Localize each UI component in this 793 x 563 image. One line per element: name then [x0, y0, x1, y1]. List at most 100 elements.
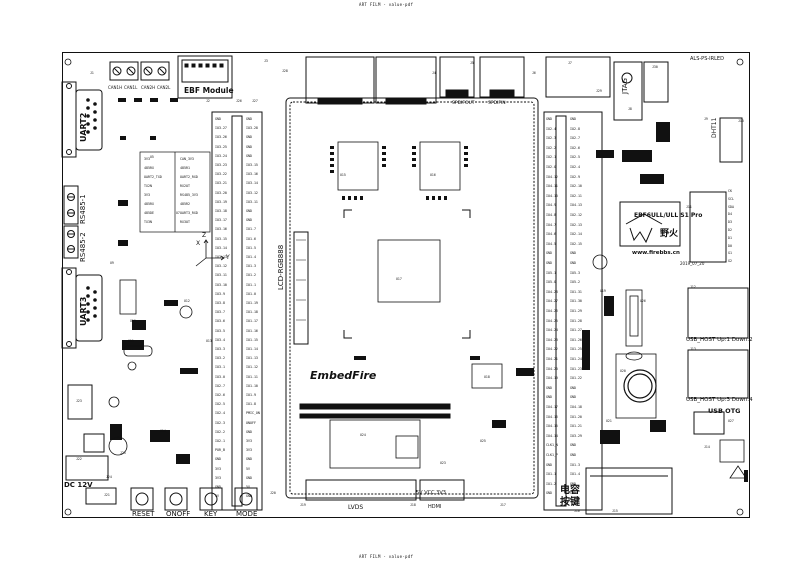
- left-header-pin-label: IO1.18: [246, 310, 258, 315]
- right-header-pin-label: GND: [570, 481, 576, 486]
- uart3-label: UART3: [79, 296, 88, 326]
- left-header-pin-label: GND: [246, 457, 252, 462]
- left-header-pin-label: GND: [246, 209, 252, 213]
- ic-reference-label: U27: [728, 419, 734, 423]
- right-header-pin-label: IO4.27: [546, 299, 558, 304]
- left-header-pin-label: POR_B: [215, 448, 225, 453]
- left-header-pin-label: IO3.22: [215, 172, 227, 177]
- onoff-button[interactable]: ONOFF: [166, 510, 191, 518]
- spdifin-label: SPDIFIN: [488, 101, 506, 106]
- left-header-pin-label: IO3.15: [215, 236, 227, 241]
- vcc-label: 5V VCC 3V3: [416, 490, 446, 496]
- ic-reference-label: U10: [130, 319, 136, 323]
- transceiver-table-cell: 485R1: [180, 166, 190, 170]
- accelerometer-axes: [195, 239, 225, 267]
- right-header-pin-label: CLK1_N: [546, 443, 558, 448]
- connector-reference-label: J3: [264, 59, 268, 63]
- connector-reference-label: J23: [76, 399, 82, 403]
- connector-reference-label: J11: [686, 205, 692, 209]
- ic-reference-label: U9: [110, 261, 114, 265]
- right-header-pin-label: IO4.13: [570, 203, 582, 208]
- right-header-pin-label: IO4.11: [546, 184, 558, 189]
- left-header-pin-label: IO1.1: [246, 282, 256, 287]
- mode-button[interactable]: MODE: [236, 510, 258, 518]
- right-header-pin-label: IO4.5: [546, 241, 556, 246]
- left-header-pin-label: IO3.13: [215, 255, 227, 259]
- spdifout-label: SPDIFOUT: [452, 101, 475, 106]
- right-header-pin-label: GND: [570, 395, 576, 400]
- left-header-pin-label: IO3.26: [215, 135, 227, 140]
- left-header-pin-label: IO1.16: [246, 328, 258, 333]
- embedfire-logo: EmbedFire: [310, 369, 377, 382]
- cap-touch-label-1: 电容: [560, 485, 580, 496]
- core-passive-pads: [330, 146, 468, 200]
- connector-reference-label: J8: [628, 107, 632, 111]
- connector-reference-label: J18: [410, 503, 416, 507]
- dht-pin-label: CK: [728, 189, 732, 193]
- can-terminal-block: [109, 61, 170, 81]
- dht-pin-label: SCL: [728, 196, 734, 201]
- left-header-pin-label: IO3.11: [215, 273, 227, 278]
- right-header-pin-label: IO2.14: [570, 232, 582, 237]
- transceiver-table-cell: 3V3: [144, 193, 150, 197]
- right-header-pin-label: IO1.27: [570, 328, 582, 333]
- right-header-pin-label: GND: [570, 443, 576, 448]
- left-header-pin-label: 3V3: [215, 466, 221, 471]
- onoff-button-footprint: [164, 487, 188, 511]
- right-header-pin-label: IO2.4: [546, 126, 556, 131]
- left-header-pin-label: GND: [215, 485, 221, 489]
- right-header-pin-label: GND: [570, 251, 576, 256]
- can2h-label: CAN2H: [141, 85, 156, 90]
- left-header-pin-label: GND: [246, 117, 252, 121]
- right-header-pin-label: IO4.9: [546, 203, 556, 208]
- right-header-footprint: [543, 111, 603, 511]
- transceiver-table-cell: TX3N: [144, 220, 152, 224]
- connector-reference-label: J14: [704, 445, 710, 449]
- left-header-pin-label: 5V: [246, 466, 250, 471]
- dht-pin-label: D3: [728, 220, 732, 225]
- dht-pin-label: D1: [728, 235, 732, 240]
- dc-12v-label: DC 12V: [64, 481, 93, 489]
- right-header-pin-label: IO4.10: [546, 193, 558, 198]
- left-header-pin-label: IO1.17: [246, 319, 258, 324]
- left-header-pin-label: IO3.16: [246, 172, 258, 177]
- connector-reference-label: J7: [568, 61, 572, 65]
- ebf-module-label: EBF Module: [184, 86, 234, 95]
- axis-x-label: X: [196, 240, 201, 247]
- left-header-pin-label: GND: [215, 457, 221, 462]
- left-header-pin-label: IO3.9: [215, 291, 225, 296]
- left-header-pin-label: GND: [215, 117, 221, 121]
- key-button-footprint: [199, 487, 223, 511]
- connector-reference-label: J12: [690, 285, 696, 289]
- right-header-pin-label: IO3.29: [570, 433, 582, 438]
- left-header-pin-label: IO1.12: [246, 365, 258, 370]
- usb-otg-label: USB OTG: [708, 407, 741, 415]
- right-header-pin-label: IO1.26: [570, 337, 582, 342]
- sd-card-slot: [585, 467, 673, 515]
- reset-button[interactable]: RESET: [132, 510, 155, 518]
- mode-button-footprint: [234, 487, 258, 511]
- left-header-pin-label: 5V: [215, 494, 219, 499]
- rs485-2-label: RS485-2: [79, 232, 87, 262]
- left-header-pin-label: IO3.20: [215, 190, 227, 195]
- can1l-label: CAN1L: [124, 85, 138, 90]
- dc-jack: [65, 384, 109, 481]
- right-header-pin-label: IO5.3: [570, 270, 580, 275]
- right-header-pin-label: IO2.2: [546, 145, 556, 150]
- right-header-pin-label: IO1.2: [546, 481, 556, 486]
- right-header-pin-label: IO2.8: [570, 126, 580, 131]
- left-header-pin-label: IO3.15: [246, 163, 258, 167]
- right-header-pin-label: IO2.7: [570, 136, 580, 141]
- left-header-pin-label: GND: [246, 429, 252, 434]
- right-header-pin-label: IO4.6: [546, 232, 556, 237]
- left-header-pin-label: IO3.12: [215, 264, 227, 269]
- top-connectors: [305, 56, 525, 105]
- right-header-pin-label: GND: [546, 251, 552, 256]
- left-header-pin-label: GND: [246, 218, 252, 223]
- key-button[interactable]: KEY: [204, 510, 218, 518]
- core-corner-marks: [343, 209, 471, 339]
- left-header-pin-label: ONOFF: [246, 420, 256, 425]
- ebf-logo-shape: [619, 201, 681, 247]
- right-header-pin-label: IO1.20: [570, 414, 582, 419]
